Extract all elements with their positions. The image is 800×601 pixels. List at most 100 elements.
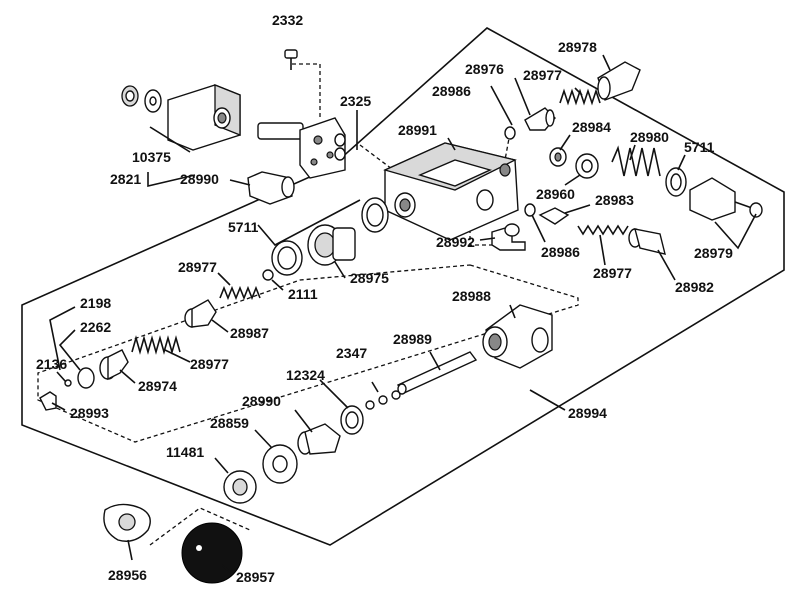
fitting-28990-upper [247, 171, 295, 205]
leader-28989 [429, 351, 441, 371]
label-28960: 28960 [536, 186, 575, 202]
seat-28960 [575, 153, 599, 179]
label-2347: 2347 [336, 345, 367, 361]
label-2325: 2325 [340, 93, 371, 109]
label-28979: 28979 [694, 245, 733, 261]
leader-28974 [119, 369, 136, 384]
label-28956: 28956 [108, 567, 147, 583]
elbow-28992 [491, 223, 526, 251]
spring-28980 [611, 145, 661, 177]
label-12324: 12324 [286, 367, 325, 383]
leader-2111 [271, 279, 284, 291]
label-2332: 2332 [272, 12, 303, 28]
label-28977-left: 28977 [190, 356, 229, 372]
leader-28956 [127, 539, 133, 561]
label-28991: 28991 [398, 122, 437, 138]
washer-12324 [340, 405, 364, 435]
fitting-28990-lower [297, 423, 341, 455]
leader-28977a [574, 87, 583, 96]
fitting-28982 [628, 228, 666, 255]
screw-2332 [284, 49, 298, 70]
leader-2198 [49, 306, 76, 371]
label-28990-lower: 28990 [242, 393, 281, 409]
leader-2821 [147, 172, 196, 188]
fitting-28978 [597, 61, 641, 101]
label-28976: 28976 [465, 61, 504, 77]
leader-28984 [559, 134, 571, 151]
leader-10375 [149, 126, 191, 153]
label-28974: 28974 [138, 378, 177, 394]
leader-28977c [217, 272, 231, 286]
leader-28977d [164, 349, 191, 363]
label-28977-top: 28977 [523, 67, 562, 83]
label-2262: 2262 [80, 319, 111, 335]
solenoid-valve-body [257, 117, 346, 179]
plunger-28987 [184, 299, 217, 328]
leader-28986b [531, 214, 546, 243]
label-28994: 28994 [568, 405, 607, 421]
screw-leader [292, 63, 321, 120]
leader-11481 [214, 457, 229, 474]
seat-28974 [99, 349, 129, 381]
washer-5711-right [665, 167, 687, 197]
label-28988: 28988 [452, 288, 491, 304]
label-28982: 28982 [675, 279, 714, 295]
screw-28993 [39, 391, 57, 411]
label-28986-top: 28986 [432, 83, 471, 99]
orings-2347 [365, 390, 401, 410]
leader-28988 [509, 304, 516, 319]
pin-28983 [538, 207, 570, 225]
leader-5711b [257, 199, 361, 247]
label-2821: 2821 [110, 171, 141, 187]
label-28957: 28957 [236, 569, 275, 585]
label-11481: 11481 [166, 444, 204, 460]
leader-28982 [657, 249, 676, 281]
label-2198: 2198 [80, 295, 111, 311]
label-28987: 28987 [230, 325, 269, 341]
label-28859: 28859 [210, 415, 249, 431]
washer-10375 [121, 85, 162, 113]
leader-28957 [221, 564, 231, 573]
leader-28992 [479, 237, 496, 241]
leader-2262 [58, 329, 81, 371]
label-28983: 28983 [595, 192, 634, 208]
stem-28989 [396, 351, 478, 395]
leader-28975 [334, 261, 346, 279]
oring-28986-top [504, 126, 516, 140]
label-28975: 28975 [350, 270, 389, 286]
label-28977-mid: 28977 [178, 259, 217, 275]
leader-28859 [254, 429, 273, 449]
label-5711-right: 5711 [684, 139, 715, 155]
leader-2136 [56, 371, 67, 383]
label-2111: 2111 [288, 286, 318, 302]
label-28984: 28984 [572, 119, 611, 135]
oring-28986-lower [524, 203, 536, 217]
leader-28978 [602, 54, 611, 71]
washer-5711-lower [271, 240, 303, 276]
spring-28977-mid [219, 285, 261, 301]
leader-28990b [294, 409, 313, 433]
nut-11481 [223, 470, 257, 504]
washer-2262 [77, 367, 95, 389]
leader-28994 [529, 389, 566, 411]
washer-28859 [262, 444, 298, 484]
label-28993: 28993 [70, 405, 109, 421]
label-28990-upper: 28990 [180, 171, 219, 187]
plunger-28976 [524, 107, 556, 131]
leader-28960 [564, 174, 581, 186]
leader-28980 [629, 144, 636, 161]
oring-leader [504, 132, 511, 161]
label-28986-lower: 28986 [541, 244, 580, 260]
label-5711-left: 5711 [228, 219, 259, 235]
spring-28977-right [577, 224, 629, 236]
leader-28976 [514, 77, 531, 116]
leader-28990a [229, 179, 251, 186]
leader-28993 [51, 402, 66, 411]
leader-28977b [599, 234, 606, 266]
coil-leader [359, 144, 401, 176]
label-28989: 28989 [393, 331, 432, 347]
fitting-28975 [307, 224, 356, 266]
knob-leader [149, 507, 251, 546]
label-28978: 28978 [558, 39, 597, 55]
